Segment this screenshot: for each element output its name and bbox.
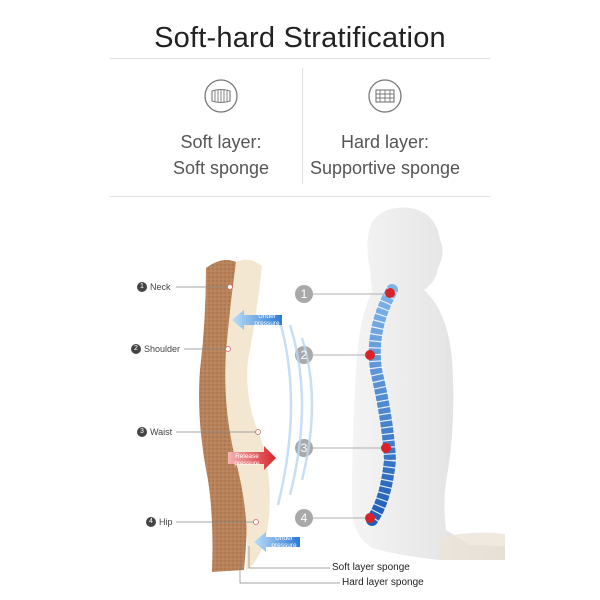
- label-shoulder: 2 Shoulder: [131, 344, 180, 354]
- marker-number-1: 1: [300, 287, 308, 301]
- marker-leaders: [313, 293, 385, 519]
- hard-layer-label: Hard layer:: [340, 132, 430, 152]
- soft-layer-info: Soft layer: Soft sponge: [76, 78, 366, 181]
- label-waist: 3 Waist: [137, 427, 172, 437]
- under-pressure-arrow-1: [232, 310, 282, 330]
- label-text: Shoulder: [144, 344, 181, 354]
- page-title: Soft-hard Stratification: [154, 22, 446, 54]
- soft-layer-sponge-label: Soft layer sponge: [332, 562, 410, 573]
- label-number: 1: [137, 282, 147, 292]
- spine-markers: [365, 288, 395, 523]
- label-hip: 4 Hip: [146, 517, 173, 527]
- label-number: 2: [131, 344, 141, 354]
- label-number: 3: [137, 427, 147, 437]
- soft-layer-sponge: [225, 259, 270, 570]
- label-text: Waist: [150, 427, 173, 437]
- marker-number-3: 3: [300, 441, 308, 455]
- hard-layer-value: Supportive sponge: [309, 158, 461, 178]
- marker-number-circles: [295, 285, 313, 527]
- release-pressure-arrow: [228, 446, 276, 470]
- hard-layer-sponge: [199, 260, 247, 572]
- under-pressure-text-1: Under pressure: [254, 313, 280, 327]
- label-text: Neck: [150, 282, 171, 292]
- under-pressure-arrow-2: [254, 532, 300, 552]
- soft-layer-value: Soft sponge: [172, 158, 270, 178]
- section-divider: [110, 196, 490, 197]
- marker-number-4: 4: [300, 511, 308, 525]
- label-neck: 1 Neck: [137, 282, 171, 292]
- soft-layer-label: Soft layer:: [180, 132, 262, 152]
- hard-layer-icon: [368, 79, 402, 113]
- spine: [366, 284, 399, 526]
- release-pressure-text: Release pressure: [234, 453, 260, 467]
- under-pressure-text-2: Under pressure: [271, 535, 297, 549]
- hard-layer-info: Hard layer: Supportive sponge: [240, 78, 530, 181]
- label-text: Hip: [159, 517, 173, 527]
- pressure-waves: [276, 314, 314, 506]
- label-number: 4: [146, 517, 156, 527]
- title-divider: [110, 58, 490, 59]
- hard-layer-sponge-label: Hard layer sponge: [342, 577, 424, 588]
- cushion-leaders: [176, 286, 340, 584]
- soft-layer-icon: [204, 79, 238, 113]
- marker-number-2: 2: [300, 348, 308, 362]
- cushion-points: [225, 284, 261, 525]
- column-divider: [302, 68, 303, 184]
